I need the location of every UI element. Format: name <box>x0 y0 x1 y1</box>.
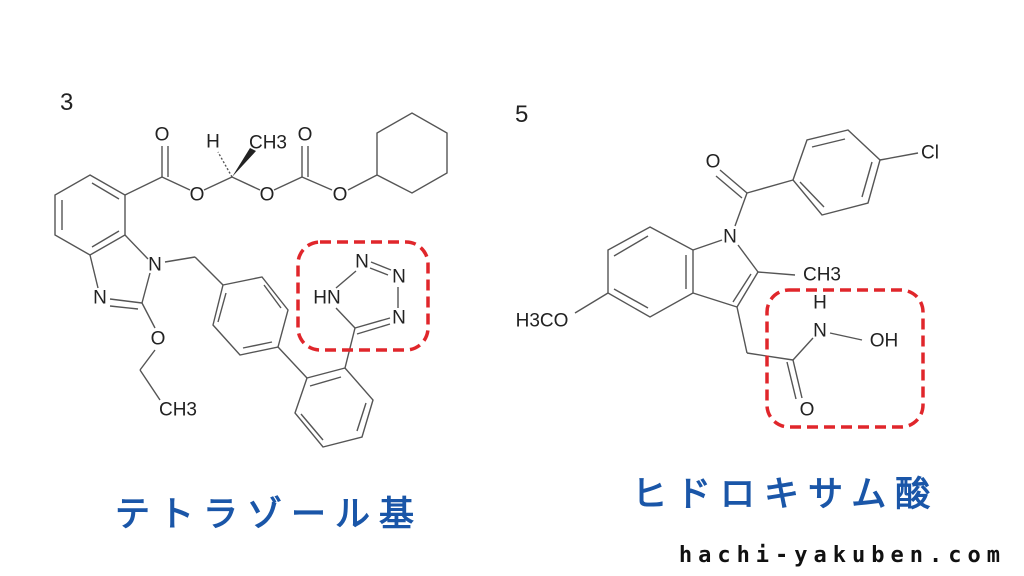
svg-text:O: O <box>800 400 815 421</box>
svg-text:HN: HN <box>313 288 340 309</box>
compound-3-structure: 3 O O H CH3 O O <box>54 89 448 448</box>
benzene-ring <box>54 174 126 256</box>
svg-text:N: N <box>355 252 369 273</box>
tetrazole-caption: テトラゾール基 <box>115 495 424 535</box>
compound-5-structure: 5 O Cl N CH3 H3CO H N OH O <box>515 101 939 429</box>
svg-text:O: O <box>190 185 205 206</box>
indole-benzene-ring <box>607 226 694 318</box>
svg-text:H: H <box>206 132 220 153</box>
svg-text:N: N <box>723 227 737 248</box>
svg-text:N: N <box>392 267 406 288</box>
site-watermark: hachi-yakuben.com <box>678 543 1006 568</box>
compound-5-number: 5 <box>515 101 528 128</box>
svg-text:N: N <box>392 308 406 329</box>
svg-text:CH3: CH3 <box>249 133 287 154</box>
compound-3-number: 3 <box>60 89 73 116</box>
svg-text:O: O <box>155 125 170 146</box>
tetrazole-highlight-box <box>296 240 430 352</box>
svg-text:O: O <box>151 329 166 350</box>
svg-text:O: O <box>298 125 313 146</box>
svg-text:H: H <box>813 293 827 314</box>
atom-labels-5: O Cl N CH3 H3CO H N OH O <box>516 143 939 421</box>
svg-text:N: N <box>148 255 162 276</box>
svg-text:CH3: CH3 <box>803 265 841 286</box>
phenyl-ring-b <box>294 367 374 448</box>
chlorophenyl-ring <box>792 129 881 216</box>
svg-text:H3CO: H3CO <box>516 311 569 332</box>
svg-text:N: N <box>93 288 107 309</box>
phenyl-ring-a <box>212 276 289 356</box>
svg-text:OH: OH <box>870 331 899 352</box>
svg-text:CH3: CH3 <box>159 400 197 421</box>
svg-text:O: O <box>260 185 275 206</box>
hydroxamic-acid-highlight-box <box>765 288 925 429</box>
svg-text:O: O <box>333 185 348 206</box>
svg-text:N: N <box>813 321 827 342</box>
hydroxamic-acid-caption: ヒドロキサム酸 <box>632 475 940 515</box>
cyclohexane-ring <box>376 112 448 194</box>
atom-labels-3: O O H CH3 O O O N N O CH3 HN N N N <box>93 125 406 421</box>
svg-text:O: O <box>706 152 721 173</box>
svg-text:Cl: Cl <box>921 143 939 164</box>
